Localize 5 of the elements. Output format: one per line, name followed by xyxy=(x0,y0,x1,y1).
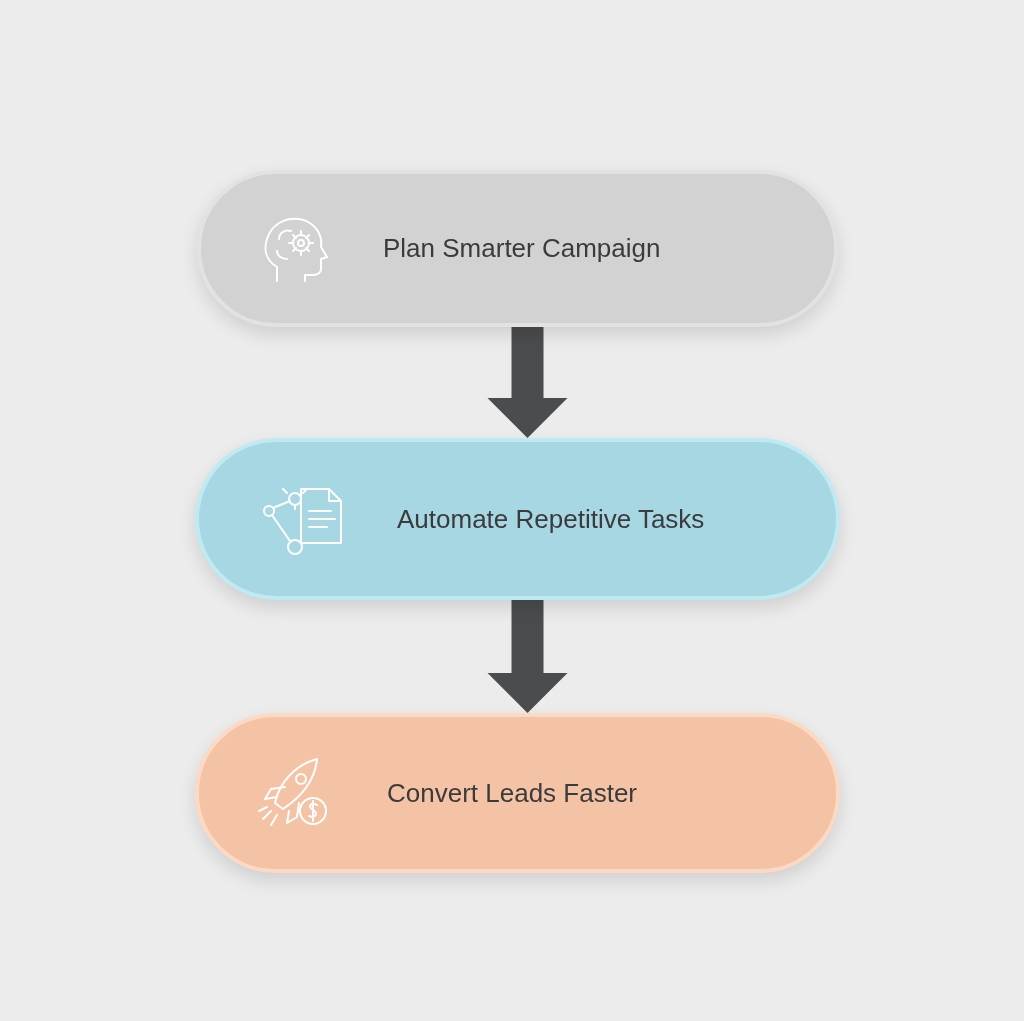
arrow xyxy=(487,600,568,713)
step-label: Convert Leads Faster xyxy=(387,776,637,810)
step-label: Plan Smarter Campaign xyxy=(383,232,661,265)
arrow xyxy=(487,327,568,438)
step-label: Automate Repetitive Tasks xyxy=(397,502,705,536)
